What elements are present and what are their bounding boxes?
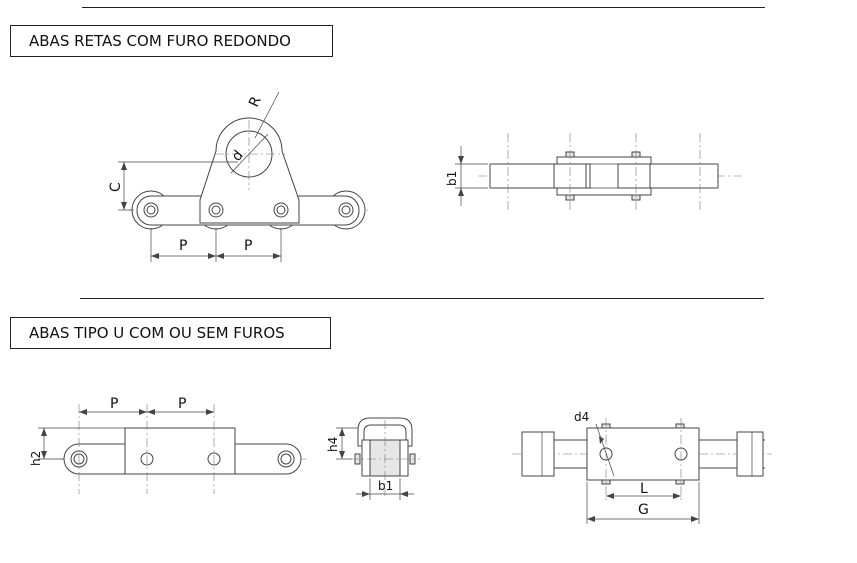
label-h2: h2 bbox=[29, 451, 43, 466]
label-h4: h4 bbox=[326, 437, 340, 452]
label-P-4: P bbox=[178, 396, 186, 412]
label-C: C bbox=[108, 182, 124, 192]
label-G: G bbox=[638, 502, 649, 518]
label-R: R bbox=[246, 94, 265, 110]
fig-straight-tab-side-view bbox=[118, 91, 368, 262]
section-title-u-tabs: ABAS TIPO U COM OU SEM FUROS bbox=[10, 317, 331, 349]
section-title-straight-tabs: ABAS RETAS COM FURO REDONDO bbox=[10, 25, 333, 57]
label-P-1: P bbox=[179, 238, 187, 254]
fig-u-tab-top-view bbox=[512, 418, 772, 524]
fig-u-tab-end-view bbox=[336, 417, 420, 500]
label-L: L bbox=[640, 481, 648, 497]
label-b1-top: b1 bbox=[445, 171, 459, 186]
label-d4: d4 bbox=[574, 410, 589, 424]
fig-u-tab-side-view bbox=[38, 404, 310, 494]
fig-straight-tab-top-view bbox=[455, 133, 742, 212]
label-P-2: P bbox=[244, 238, 252, 254]
label-b1-end: b1 bbox=[378, 479, 393, 493]
middle-divider bbox=[80, 298, 764, 299]
top-divider bbox=[82, 7, 765, 8]
label-P-3: P bbox=[110, 396, 118, 412]
